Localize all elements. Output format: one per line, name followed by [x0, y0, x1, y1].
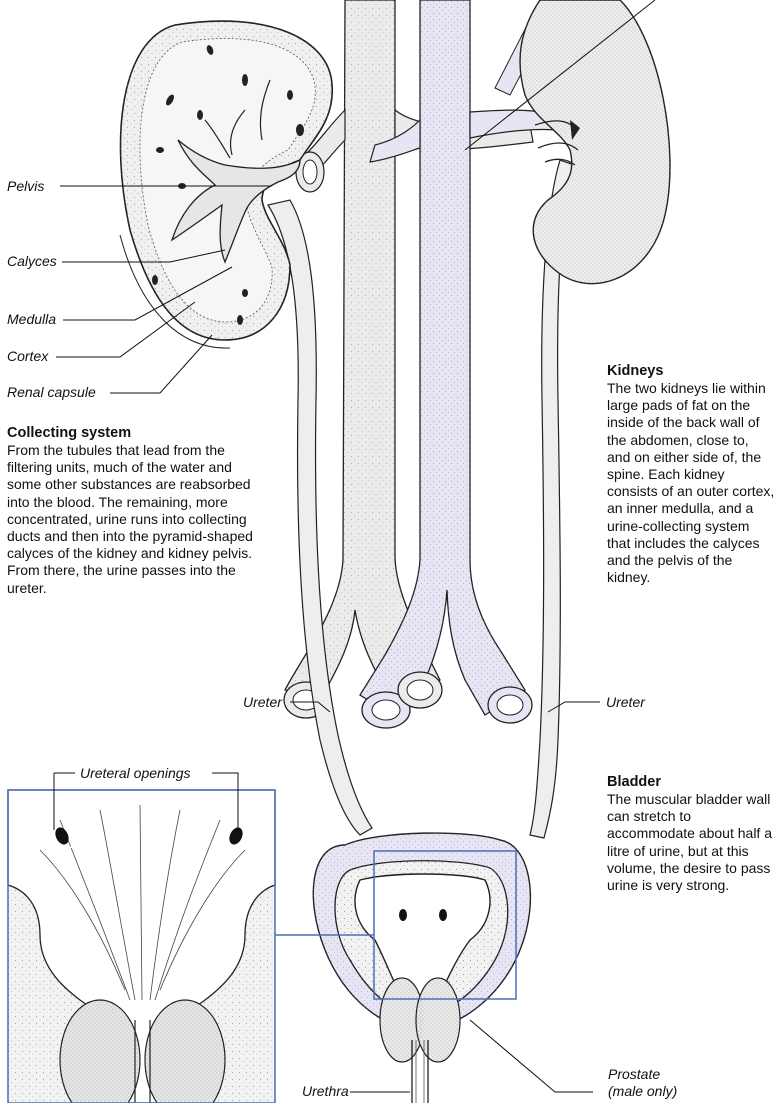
right-kidney	[520, 0, 670, 284]
label-calyces: Calyces	[7, 253, 57, 270]
bladder-title: Bladder	[607, 773, 775, 791]
collecting-system-title: Collecting system	[7, 424, 257, 442]
kidneys-text: Kidneys The two kidneys lie within large…	[607, 362, 775, 586]
label-pelvis: Pelvis	[7, 178, 44, 195]
label-prostate-line1: Prostate	[608, 1066, 677, 1083]
ureteral-openings-inset	[8, 790, 275, 1103]
collecting-system-body: From the tubules that lead from the filt…	[7, 442, 257, 597]
label-ureteral-openings: Ureteral openings	[80, 765, 191, 782]
label-urethra: Urethra	[302, 1083, 349, 1100]
label-medulla: Medulla	[7, 311, 56, 328]
kidneys-title: Kidneys	[607, 362, 775, 380]
bladder-text: Bladder The muscular bladder wall can st…	[607, 773, 775, 894]
label-cortex: Cortex	[7, 348, 48, 365]
label-ureter-left: Ureter	[243, 694, 282, 711]
collecting-system-text: Collecting system From the tubules that …	[7, 424, 257, 597]
bladder	[313, 833, 530, 1103]
label-prostate: Prostate (male only)	[608, 1066, 677, 1100]
label-prostate-line2: (male only)	[608, 1083, 677, 1100]
kidneys-body: The two kidneys lie within large pads of…	[607, 380, 775, 586]
label-ureter-right: Ureter	[606, 694, 645, 711]
bladder-body: The muscular bladder wall can stretch to…	[607, 791, 775, 894]
label-renal-capsule: Renal capsule	[7, 384, 96, 401]
